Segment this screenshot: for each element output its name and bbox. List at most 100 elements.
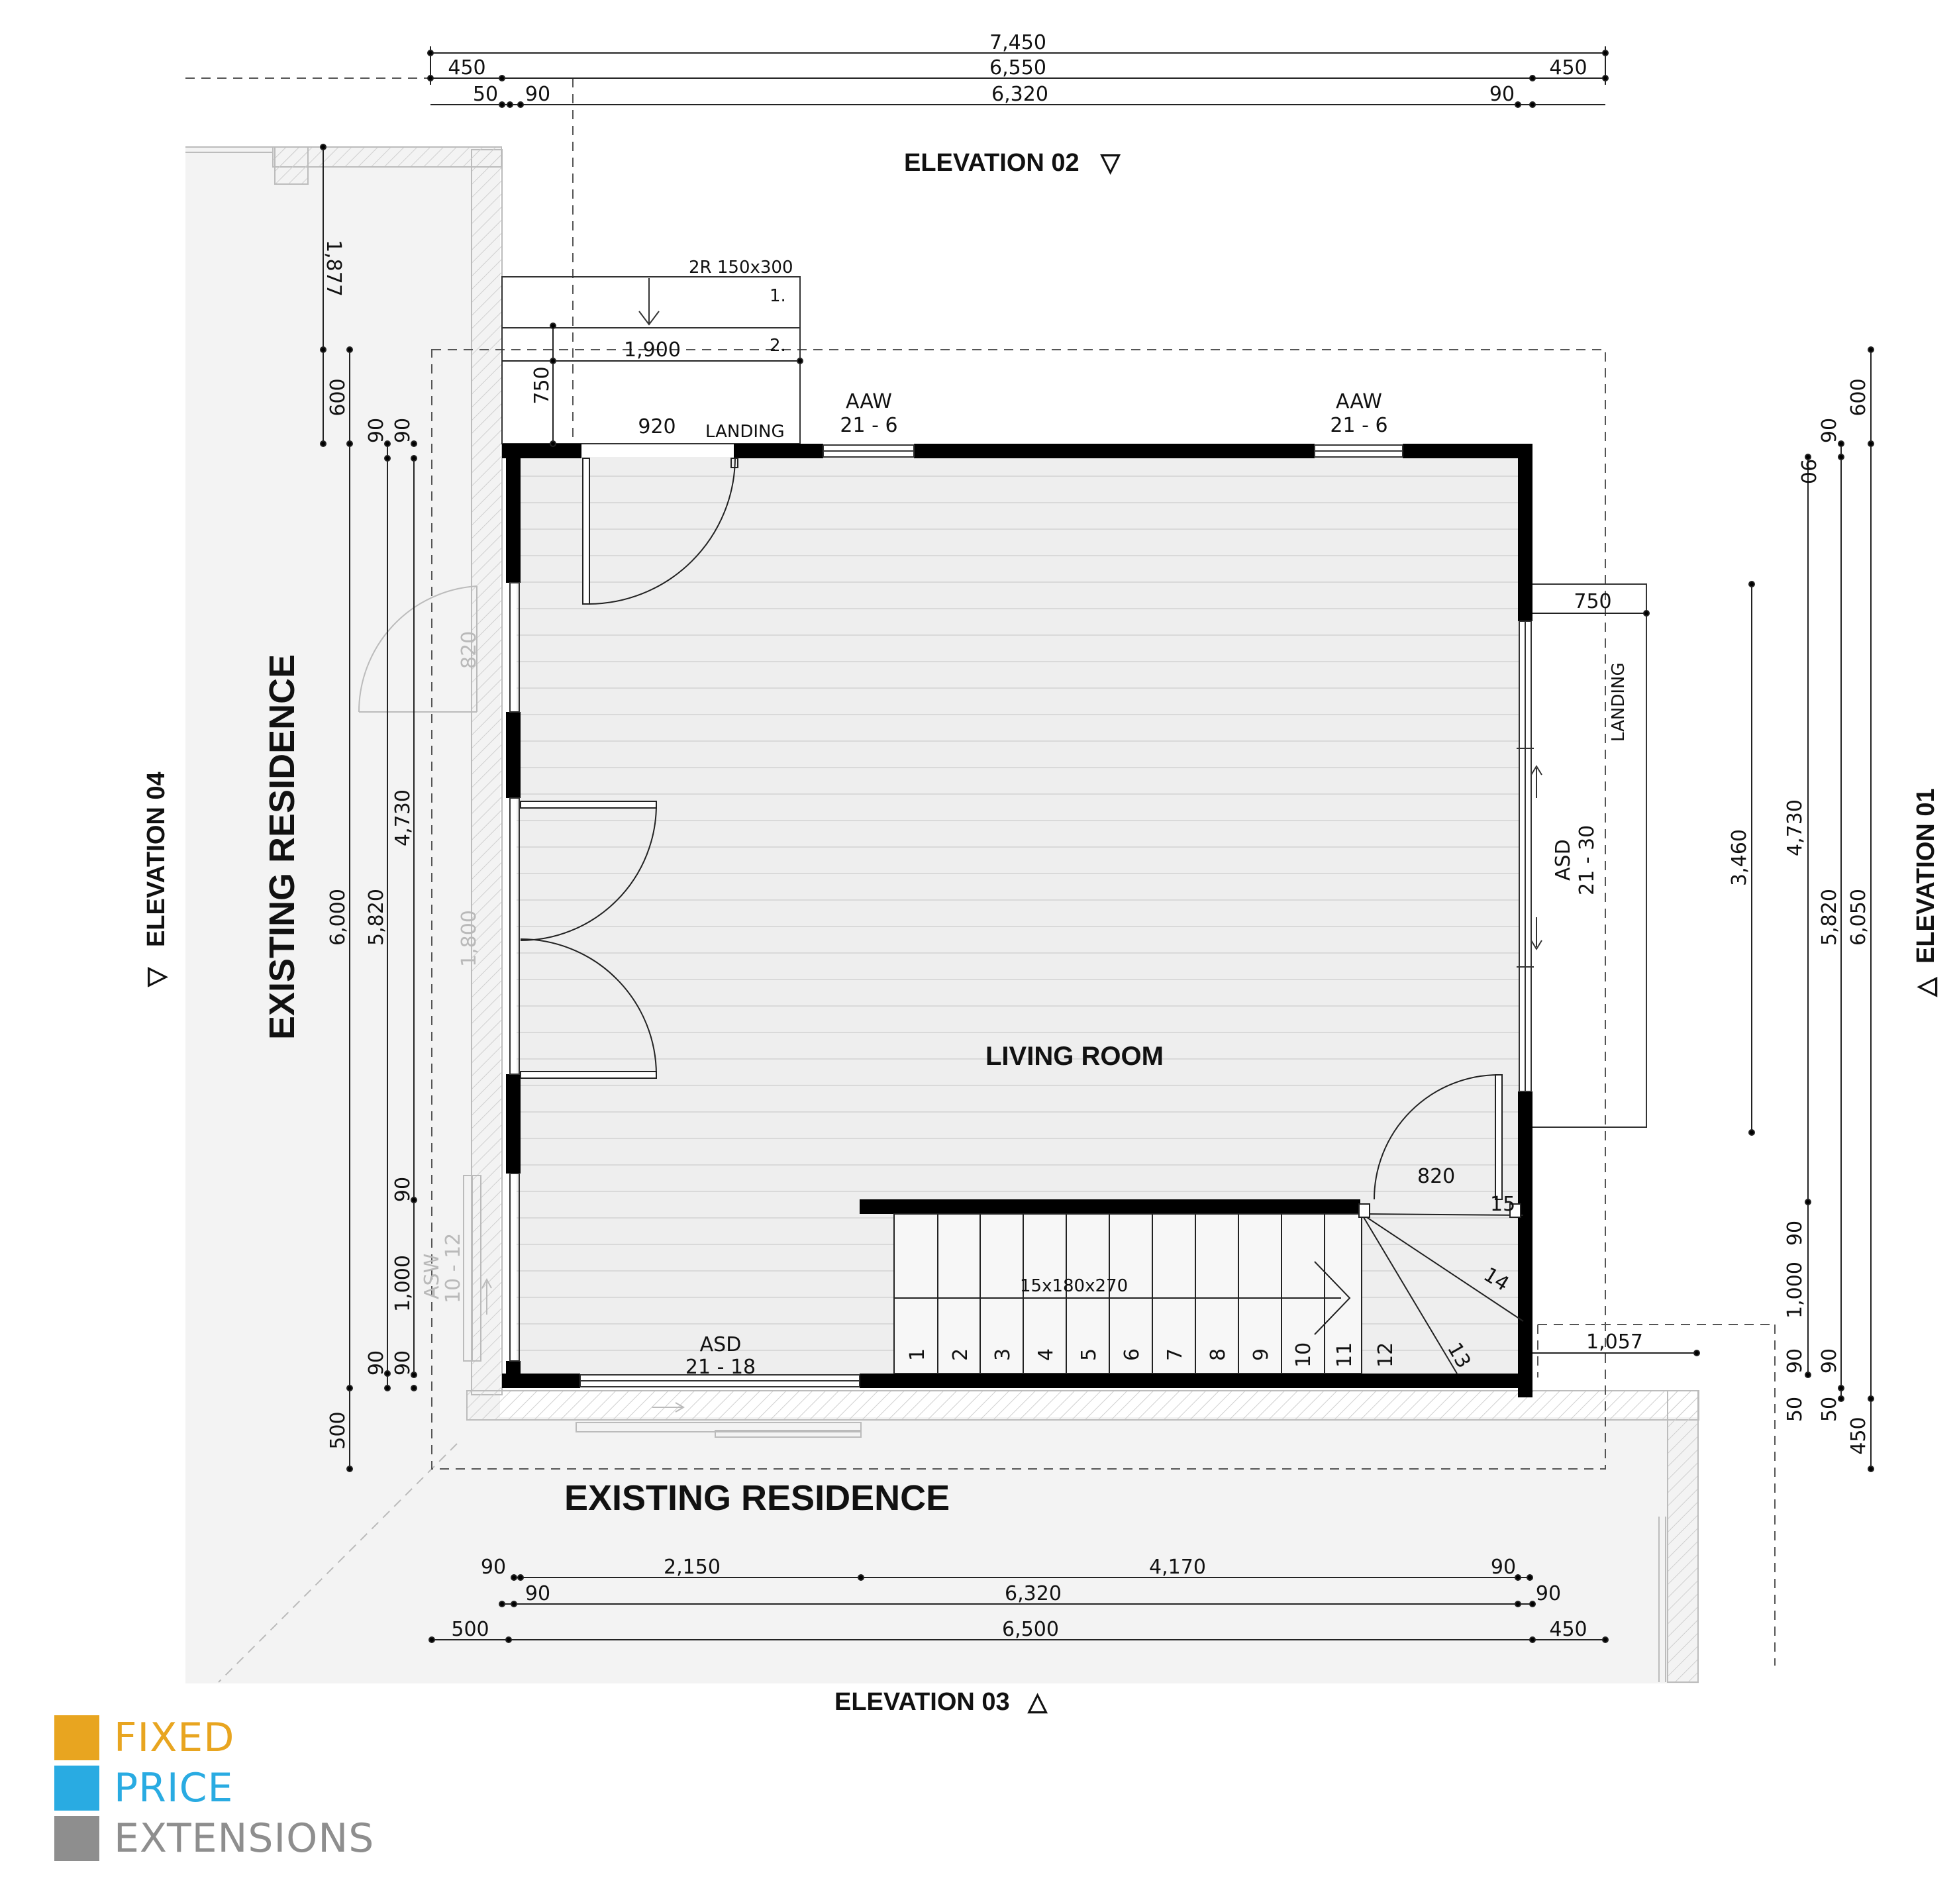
dim-bot-90-b: 90: [1491, 1556, 1516, 1579]
left-door-width: 820: [458, 631, 481, 669]
dim-right-90-c: 90: [1783, 1221, 1807, 1246]
elevation-04-label: ELEVATION 04: [142, 772, 170, 947]
dim-left-500: 500: [326, 1411, 350, 1449]
left-opening-width: 1,800: [458, 910, 481, 967]
dim-1900: 1,900: [624, 338, 681, 362]
stair-number: 15: [1490, 1193, 1515, 1216]
logo-text-fixed: FIXED: [114, 1715, 235, 1761]
dim-right-90-e: 90: [1818, 1348, 1841, 1374]
misc-dimensions: 1,900 750 920 750 1,057: [530, 338, 1643, 1354]
fixed-price-extensions-logo: FIXED PRICE EXTENSIONS: [54, 1715, 425, 1868]
stair-number: 2: [949, 1348, 972, 1361]
dim-left-90-c: 90: [391, 1177, 415, 1202]
dim-top-90-right: 90: [1489, 83, 1515, 106]
stair-number: 3: [991, 1348, 1015, 1361]
dim-bot-6320: 6,320: [1005, 1582, 1062, 1605]
dim-right-50-b: 50: [1818, 1397, 1841, 1422]
dim-bot-6500: 6,500: [1002, 1618, 1059, 1641]
dim-750-top: 750: [530, 366, 554, 404]
stair-number: 11: [1333, 1342, 1356, 1368]
step-2-label: 2.: [770, 336, 786, 356]
dim-top-50: 50: [473, 83, 498, 106]
stair-number: 10: [1292, 1342, 1315, 1368]
stair-number: 1: [906, 1348, 929, 1361]
asd-bottom-size: 21 - 18: [685, 1356, 756, 1379]
existing-residence-left: EXISTING RESIDENCE: [262, 654, 302, 1040]
logo-row-fixed: FIXED: [54, 1715, 425, 1760]
landing-top-label: LANDING: [705, 422, 785, 442]
aaw-right-size: 21 - 6: [1330, 414, 1387, 437]
dim-bot-90-d: 90: [1536, 1582, 1561, 1605]
dim-top-6320: 6,320: [991, 83, 1048, 106]
logo-square-grey: [54, 1816, 99, 1861]
steps-label: 2R 150x300: [689, 258, 793, 277]
roof-outline: [185, 77, 1776, 1666]
dim-top-6550: 6,550: [989, 56, 1046, 79]
dim-top-7450: 7,450: [989, 31, 1046, 54]
stair-spec: 15x180x270: [1020, 1276, 1128, 1296]
elevation-02-marker: ▽: [1100, 149, 1121, 177]
dim-right-4730: 4,730: [1783, 799, 1807, 856]
dim-right-50-a: 50: [1783, 1397, 1807, 1422]
stair-number: 6: [1121, 1348, 1144, 1361]
dim-left-90-e: 90: [391, 1350, 415, 1376]
landing-right-label: LANDING: [1609, 662, 1629, 742]
aaw-left-size: 21 - 6: [840, 414, 897, 437]
elevation-labels: ELEVATION 02 ▽ ELEVATION 03 △ ELEVATION …: [142, 149, 1940, 1716]
logo-square-orange: [54, 1715, 99, 1760]
asd-right-code: ASD: [1552, 839, 1575, 881]
dim-920: 920: [638, 415, 676, 438]
aaw-right-code: AAW: [1336, 390, 1382, 413]
logo-row-price: PRICE: [54, 1766, 425, 1811]
asw-left-size: 10 - 12: [442, 1233, 465, 1303]
dim-left-5820: 5,820: [365, 889, 388, 946]
staircase: [893, 1203, 1524, 1374]
dim-right-90-d: 90: [1783, 1348, 1807, 1374]
stair-number: 5: [1078, 1348, 1101, 1361]
dim-bot-500: 500: [451, 1618, 489, 1641]
left-openings: [509, 582, 520, 1362]
doors: [520, 458, 1503, 1200]
elevation-02-label: ELEVATION 02: [904, 149, 1080, 177]
top-windows: [823, 444, 1403, 458]
dim-left-90-d: 90: [365, 1350, 388, 1376]
dim-right-450: 450: [1847, 1417, 1870, 1454]
living-room-label: LIVING ROOM: [985, 1042, 1164, 1071]
dim-left-1000: 1,000: [391, 1255, 415, 1312]
window-codes: AAW 21 - 6 AAW 21 - 6 ASD 21 - 30 ASD 21…: [421, 390, 1599, 1379]
stair-number: 8: [1207, 1348, 1230, 1361]
logo-square-blue: [54, 1766, 99, 1811]
stair-number: 7: [1164, 1348, 1187, 1361]
dim-right-90-b: 90: [1796, 459, 1819, 484]
right-sliding-door: [1517, 621, 1542, 1092]
dim-right-1000: 1,000: [1783, 1262, 1807, 1319]
dim-left-90-a: 90: [365, 418, 388, 443]
bottom-dimensions: 90 2,150 4,170 90 90 6,320 90 500 6,500 …: [451, 1556, 1587, 1641]
bottom-sliding-door: [579, 1374, 860, 1387]
dim-bot-4170: 4,170: [1149, 1556, 1206, 1579]
existing-residence-area: [185, 146, 1699, 1683]
dim-right-5820: 5,820: [1818, 889, 1841, 946]
dim-bot-450: 450: [1549, 1618, 1587, 1641]
dim-right-3460: 3,460: [1728, 829, 1751, 886]
dim-right-90-a: 90: [1818, 418, 1841, 443]
elevation-03-label: ELEVATION 03: [834, 1688, 1010, 1716]
left-dimensions: 1,877 600 90 90 6,000 5,820 4,730 90 1,0…: [322, 240, 415, 1450]
dim-left-1877: 1,877: [322, 240, 345, 297]
logo-text-price: PRICE: [114, 1765, 234, 1811]
elevation-01-marker: △: [1912, 976, 1940, 997]
aaw-left-code: AAW: [846, 390, 892, 413]
elevation-01-label: ELEVATION 01: [1912, 788, 1940, 964]
dim-bot-90-c: 90: [525, 1582, 550, 1605]
walls: [502, 444, 1532, 1397]
dim-1057: 1,057: [1586, 1330, 1643, 1354]
dim-bot-90-a: 90: [481, 1556, 506, 1579]
right-dimensions: 600 90 90 3,460 4,730 5,820 6,050 90 1,0…: [1728, 378, 1870, 1454]
asw-left-code: ASW: [421, 1254, 444, 1299]
step-1-label: 1.: [770, 286, 786, 306]
dim-top-90-left: 90: [525, 83, 550, 106]
stair-number: 12: [1374, 1342, 1397, 1368]
logo-text-extensions: EXTENSIONS: [114, 1815, 375, 1862]
existing-residence-bottom: EXISTING RESIDENCE: [564, 1478, 950, 1518]
